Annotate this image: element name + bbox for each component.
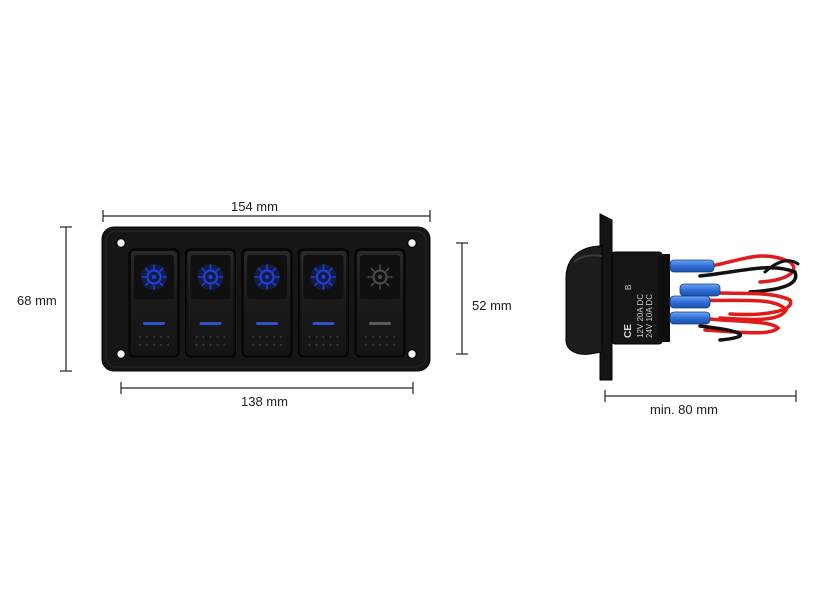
switch-bar-indicator bbox=[199, 322, 222, 325]
dim-line-mount-height bbox=[456, 242, 468, 355]
dim-line-mount-width bbox=[120, 382, 414, 394]
dim-line-panel-width bbox=[102, 210, 431, 222]
switch-bar-indicator bbox=[312, 322, 335, 325]
dim-line-install-depth bbox=[604, 390, 797, 402]
led-indicator-lit bbox=[141, 264, 167, 290]
led-indicator-lit bbox=[254, 264, 280, 290]
rocker-switches bbox=[128, 248, 406, 358]
mount-hole bbox=[116, 238, 126, 248]
mount-hole bbox=[407, 238, 417, 248]
switch-bar-indicator bbox=[369, 322, 391, 325]
mount-width-label: 138 mm bbox=[241, 394, 288, 409]
switch-panel-front bbox=[101, 226, 431, 372]
ce-mark: CE bbox=[623, 324, 634, 338]
switch-rating-marking: CE 12V 20A DC 24V 10A DC B bbox=[623, 285, 654, 338]
install-depth-label: min. 80 mm bbox=[650, 402, 718, 417]
mount-height-label: 52 mm bbox=[472, 298, 512, 313]
rocker-switch[interactable] bbox=[185, 248, 236, 358]
switch-bar-indicator bbox=[256, 322, 278, 325]
rocker-switch[interactable] bbox=[354, 248, 406, 358]
led-indicator-lit bbox=[197, 264, 224, 290]
dim-line-panel-height bbox=[60, 226, 72, 372]
led-indicator-off bbox=[367, 264, 393, 290]
rating-line-2: 24V 10A DC bbox=[645, 294, 654, 338]
mount-hole bbox=[116, 349, 126, 359]
rocker-switch[interactable] bbox=[298, 248, 349, 358]
marking-line-3: B bbox=[624, 285, 633, 290]
led-indicator-lit bbox=[310, 264, 337, 290]
panel-height-label: 68 mm bbox=[17, 293, 57, 308]
wire-harness bbox=[698, 254, 800, 342]
switch-side-view: CE 12V 20A DC 24V 10A DC B bbox=[565, 213, 800, 381]
switch-bar-indicator bbox=[143, 322, 165, 325]
panel-width-label: 154 mm bbox=[231, 199, 278, 214]
rocker-switch[interactable] bbox=[128, 248, 180, 358]
rating-line-1: 12V 20A DC bbox=[636, 294, 645, 338]
mount-hole bbox=[407, 349, 417, 359]
rocker-switch[interactable] bbox=[241, 248, 293, 358]
terminal-connectors bbox=[669, 259, 721, 325]
